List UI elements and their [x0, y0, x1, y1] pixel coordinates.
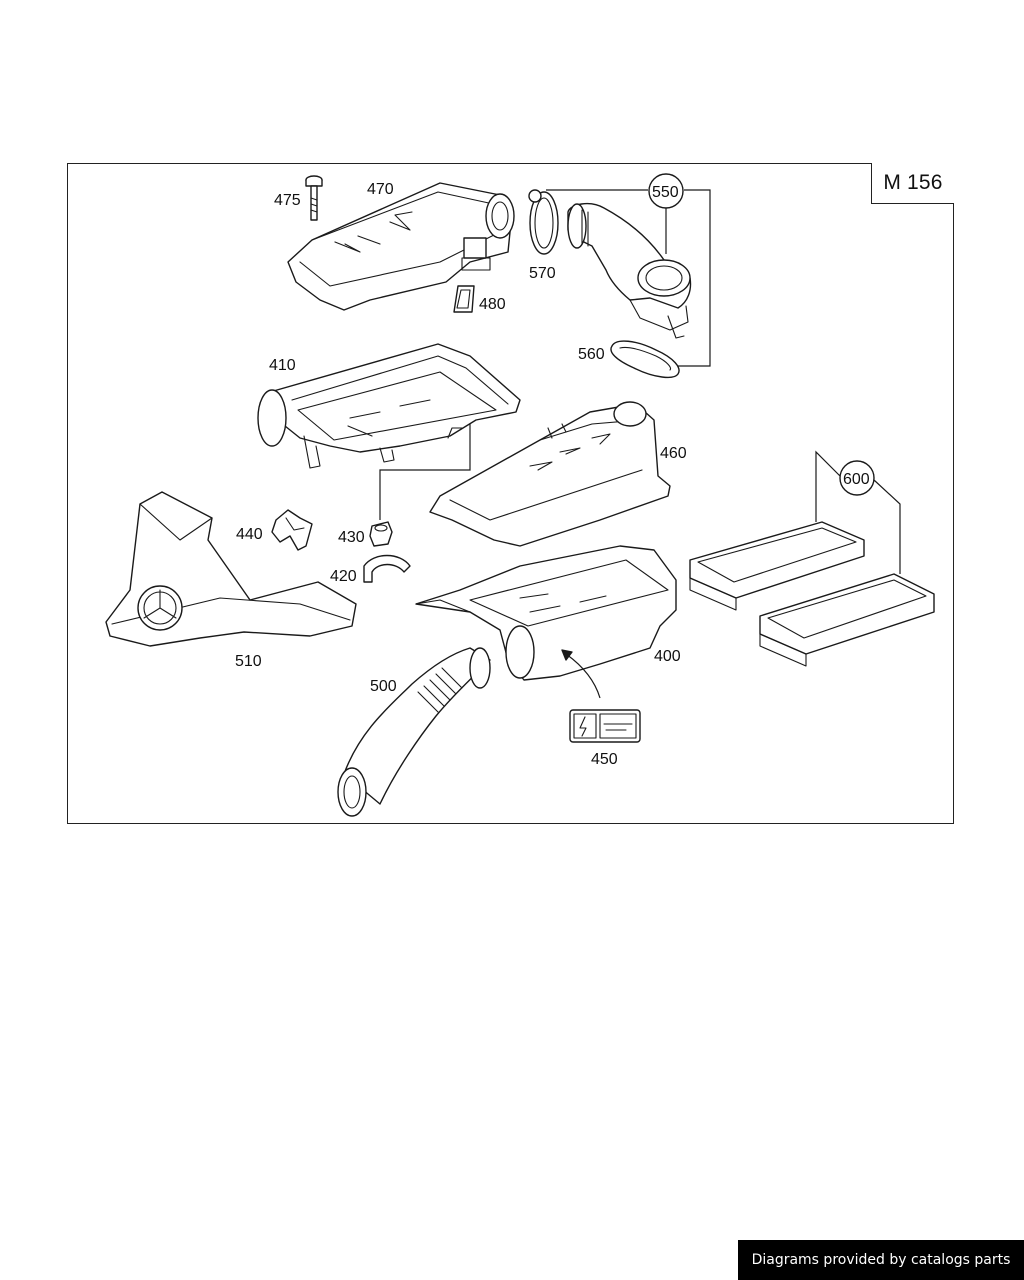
part-500-intake-hose[interactable] [337, 647, 491, 817]
callout-450: 450 [591, 751, 618, 768]
callout-460: 460 [660, 445, 687, 462]
callout-420: 420 [330, 568, 357, 585]
part-600-filter-a[interactable] [689, 521, 865, 611]
part-600-filter-b[interactable] [759, 573, 935, 667]
callout-440: 440 [236, 526, 263, 543]
callout-410: 410 [269, 357, 296, 374]
callout-430: 430 [338, 529, 365, 546]
callout-400: 400 [654, 648, 681, 665]
callout-550: 550 [652, 184, 679, 201]
leader-600 [815, 450, 901, 574]
leader-410-430 [379, 424, 471, 520]
part-410-housing[interactable] [257, 343, 521, 469]
callout-bubble-600 [839, 460, 875, 496]
diagram-frame [67, 163, 954, 824]
part-400-housing[interactable] [415, 545, 677, 681]
callout-560: 560 [578, 346, 605, 363]
model-code-label: M 156 [871, 163, 954, 204]
callout-470: 470 [367, 181, 394, 198]
footer-credit-badge: Diagrams provided by catalogs parts [738, 1240, 1024, 1280]
part-480-gasket[interactable] [453, 285, 475, 313]
callout-500: 500 [370, 678, 397, 695]
callout-600: 600 [843, 471, 870, 488]
part-460-cover[interactable] [429, 401, 671, 547]
part-475-bolt[interactable] [305, 175, 323, 221]
leader-550 [546, 189, 711, 367]
part-550-duct-elbow[interactable] [567, 202, 692, 339]
callout-510: 510 [235, 653, 262, 670]
part-510-engine-cover[interactable] [105, 491, 357, 647]
part-450-label[interactable] [569, 709, 641, 743]
callout-bubble-550 [648, 173, 684, 209]
part-570-clamp[interactable] [528, 189, 559, 255]
callout-570: 570 [529, 265, 556, 282]
arrow-400-450-head [561, 649, 573, 661]
part-560-seal[interactable] [610, 340, 680, 379]
part-430-grommet[interactable] [369, 521, 393, 547]
callout-480: 480 [479, 296, 506, 313]
callout-475: 475 [274, 192, 301, 209]
part-440-clip[interactable] [271, 509, 313, 551]
part-470-upper-cover[interactable] [287, 182, 515, 311]
part-420-band[interactable] [363, 554, 411, 583]
arrow-400-450 [565, 653, 601, 699]
